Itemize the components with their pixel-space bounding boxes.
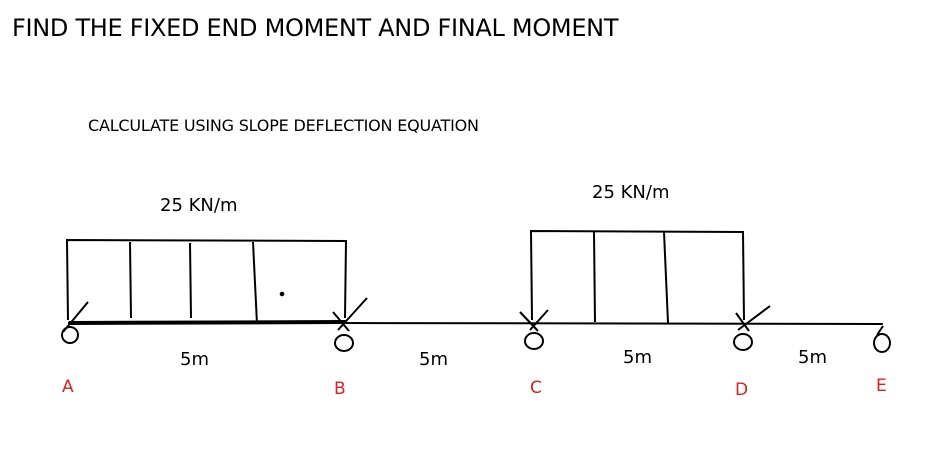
distributed-load-ab xyxy=(65,238,348,325)
beam xyxy=(68,320,883,325)
beam-segment-ab xyxy=(68,320,347,325)
node-label-a: A xyxy=(62,377,74,397)
node-label-c: C xyxy=(530,378,542,398)
support-e xyxy=(873,325,891,353)
beam-segment-be xyxy=(344,322,883,325)
support-d xyxy=(733,305,771,351)
span-label-cd: 5m xyxy=(623,347,652,368)
problem-title: FIND THE FIXED END MOMENT AND FINAL MOME… xyxy=(12,14,619,42)
node-label-d: D xyxy=(735,380,748,400)
support-a xyxy=(61,301,89,344)
distributed-load-cd xyxy=(529,229,745,324)
node-label-e: E xyxy=(876,376,887,396)
span-label-de: 5m xyxy=(798,347,827,368)
span-label-bc: 5m xyxy=(419,349,448,370)
node-label-b: B xyxy=(334,379,346,399)
span-label-ab: 5m xyxy=(180,349,209,370)
problem-subtitle: CALCULATE USING SLOPE DEFLECTION EQUATIO… xyxy=(88,116,479,135)
load-label-cd: 25 KN/m xyxy=(592,182,670,203)
support-b xyxy=(332,297,368,352)
support-c xyxy=(519,309,549,350)
load-label-ab: 25 KN/m xyxy=(160,195,238,216)
